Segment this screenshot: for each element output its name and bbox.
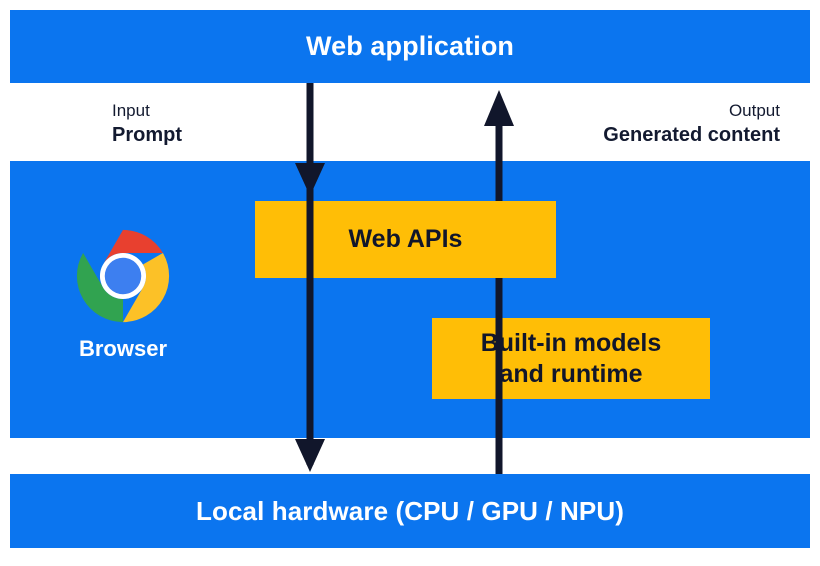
caption-input: Input Prompt [112, 100, 182, 149]
caption-output: Output Generated content [603, 100, 780, 149]
built-in-models-label-line1: Built-in models [480, 329, 662, 357]
caption-input-value: Prompt [112, 124, 182, 147]
chrome-logo-icon [76, 229, 170, 323]
caption-output-value: Generated content [603, 124, 780, 147]
local-hardware-title: Local hardware (CPU / GPU / NPU) [196, 496, 624, 526]
web-application-title: Web application [305, 31, 515, 61]
built-in-models-label-line2: and runtime [499, 359, 643, 388]
caption-output-kind: Output [728, 101, 780, 120]
band-web-application: Web application [10, 10, 810, 83]
box-built-in-models: Built-in models and runtime [432, 318, 710, 399]
box-web-apis: Web APIs [255, 201, 556, 278]
browser-node: Browser [52, 228, 194, 362]
caption-input-kind: Input [112, 101, 150, 120]
browser-label: Browser [78, 336, 168, 361]
band-local-hardware: Local hardware (CPU / GPU / NPU) [10, 474, 810, 548]
web-apis-label: Web APIs [348, 225, 463, 254]
built-in-models-label: Built-in models and runtime [481, 328, 662, 389]
